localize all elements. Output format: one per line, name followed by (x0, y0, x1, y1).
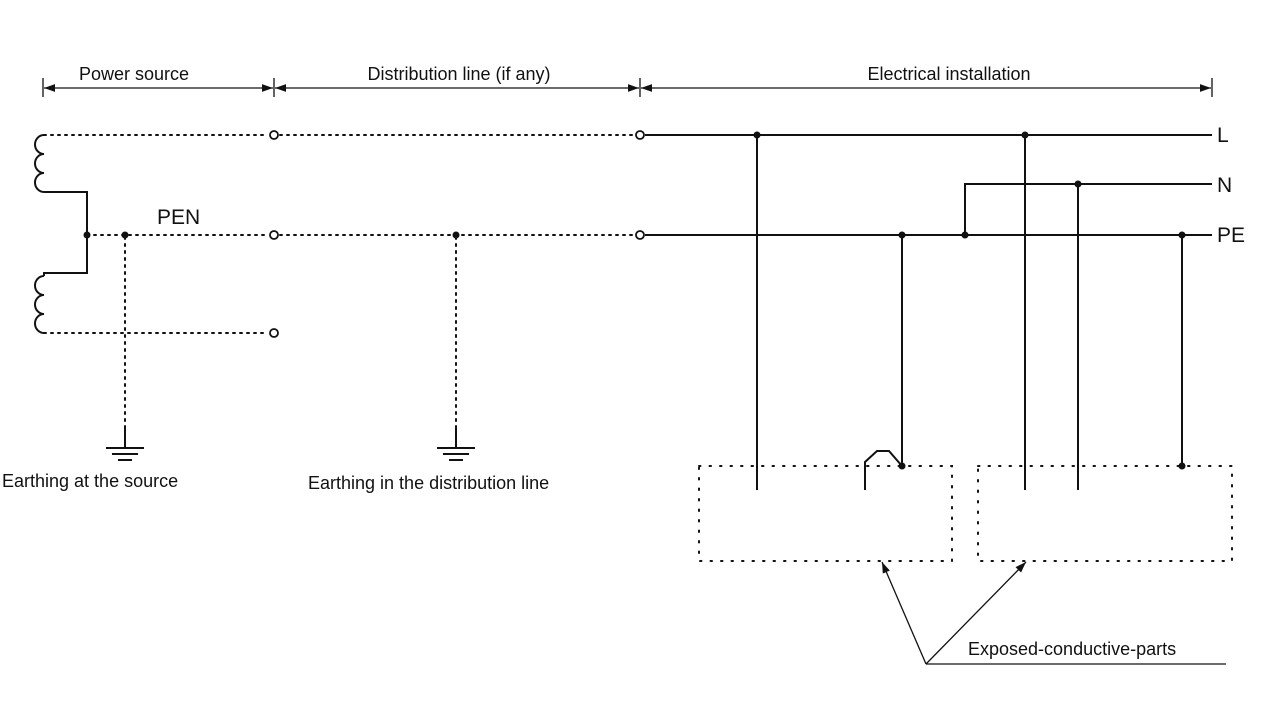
installation-conductors (645, 134, 1212, 490)
pen-conductor-dotted (43, 134, 635, 334)
junction-dots (83, 131, 1186, 470)
power-source-label: Power source (79, 64, 189, 84)
neutral-label: N (1217, 174, 1232, 197)
exposed-parts-callout-arrows (881, 561, 1226, 665)
exposed-part-box-1 (698, 465, 953, 562)
earthing-drops (124, 236, 457, 429)
source-transformer-windings (34, 134, 88, 334)
exposed-part-box-2 (977, 465, 1233, 562)
earth-symbol-source (106, 428, 144, 461)
terminals (269, 130, 645, 338)
crossover-hop (864, 450, 903, 490)
exposed-parts-label: Exposed-conductive-parts (968, 639, 1176, 659)
neutral-conductor (964, 183, 1212, 235)
line-label: L (1217, 124, 1229, 147)
pe-label: PE (1217, 224, 1245, 247)
distribution-line-label: Distribution line (if any) (367, 64, 550, 84)
section-dimension-lines (42, 78, 1213, 97)
earthing-distribution-label: Earthing in the distribution line (308, 473, 549, 493)
electrical-installation-label: Electrical installation (867, 64, 1030, 84)
earthing-source-label: Earthing at the source (2, 471, 178, 491)
earth-symbol-distribution (437, 428, 475, 461)
pen-label: PEN (157, 206, 200, 229)
